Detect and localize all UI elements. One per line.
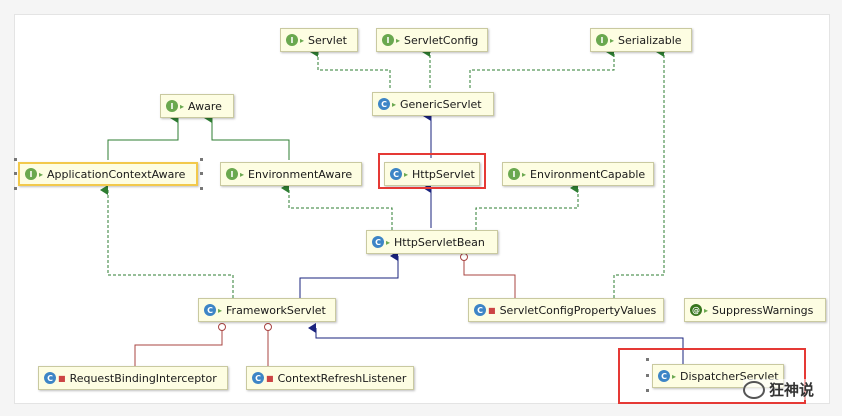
node-requestbindinginterceptor[interactable]: C ■ RequestBindingInterceptor xyxy=(38,366,228,390)
inner-class-marker xyxy=(264,323,272,331)
edge-environmentaware-aware xyxy=(204,113,290,160)
interface-icon: I xyxy=(508,168,520,180)
node-label: FrameworkServlet xyxy=(226,303,326,317)
node-frameworkservlet[interactable]: C ▸ FrameworkServlet xyxy=(198,298,336,322)
selection-handle[interactable] xyxy=(14,158,17,161)
interface-icon: I xyxy=(226,168,238,180)
node-label: Serializable xyxy=(618,33,682,47)
selection-handle[interactable] xyxy=(646,358,649,361)
public-visibility-icon: ▸ xyxy=(672,371,677,381)
selection-handle[interactable] xyxy=(14,172,17,175)
inner-class-marker xyxy=(460,253,468,261)
node-label: RequestBindingInterceptor xyxy=(69,371,217,385)
public-visibility-icon: ▸ xyxy=(404,169,409,179)
node-environmentaware[interactable]: I ▸ EnvironmentAware xyxy=(220,162,362,186)
edge-dispatcherservlet-frameworkservlet xyxy=(308,323,684,364)
public-visibility-icon: ▸ xyxy=(180,101,185,111)
node-genericservlet[interactable]: C ▸ GenericServlet xyxy=(372,92,494,116)
public-visibility-icon: ▸ xyxy=(218,305,223,315)
interface-icon: I xyxy=(382,34,394,46)
node-applicationcontextaware[interactable]: I ▸ ApplicationContextAware xyxy=(18,162,198,186)
node-label: Servlet xyxy=(308,33,347,47)
public-visibility-icon: ▸ xyxy=(522,169,527,179)
node-servlet[interactable]: I ▸ Servlet xyxy=(280,28,358,52)
watermark-text: 狂神说 xyxy=(768,381,814,399)
node-contextrefreshlistener[interactable]: C ■ ContextRefreshListener xyxy=(246,366,414,390)
selection-handle[interactable] xyxy=(646,374,649,377)
node-label: ApplicationContextAware xyxy=(47,167,186,181)
edge-frameworkservlet-appcontextaware xyxy=(100,185,234,298)
node-httpservlet[interactable]: C ▸ HttpServlet xyxy=(384,162,480,186)
node-aware[interactable]: I ▸ Aware xyxy=(160,94,234,118)
class-icon: C xyxy=(372,236,384,248)
edge-httpservletbean-environmentaware xyxy=(281,183,393,230)
class-icon: C xyxy=(390,168,402,180)
node-label: EnvironmentAware xyxy=(248,167,353,181)
wechat-icon xyxy=(742,380,765,399)
node-serializable[interactable]: I ▸ Serializable xyxy=(590,28,692,52)
node-label: ServletConfigPropertyValues xyxy=(499,303,657,317)
node-servletconfig[interactable]: I ▸ ServletConfig xyxy=(376,28,488,52)
public-visibility-icon: ▸ xyxy=(39,169,44,179)
public-visibility-icon: ▸ xyxy=(704,305,709,315)
node-suppresswarnings[interactable]: @ ▸ SuppressWarnings xyxy=(684,298,826,322)
node-label: ContextRefreshListener xyxy=(277,371,407,385)
edge-genericservlet-servlet xyxy=(310,47,391,88)
interface-icon: I xyxy=(166,100,178,112)
class-icon: C xyxy=(252,372,264,384)
selection-handle[interactable] xyxy=(200,187,203,190)
interface-icon: I xyxy=(25,168,37,180)
node-servletconfigpropertyvalues[interactable]: C ■ ServletConfigPropertyValues xyxy=(468,298,664,322)
class-icon: C xyxy=(658,370,670,382)
node-label: EnvironmentCapable xyxy=(530,167,646,181)
selection-handle[interactable] xyxy=(200,158,203,161)
class-icon: C xyxy=(204,304,216,316)
inner-class-marker xyxy=(218,323,226,331)
class-icon: C xyxy=(378,98,390,110)
public-visibility-icon: ▸ xyxy=(240,169,245,179)
public-visibility-icon: ▸ xyxy=(396,35,401,45)
public-visibility-icon: ▸ xyxy=(610,35,615,45)
edge-inner-servletconfigpropertyvalues xyxy=(463,260,516,298)
public-visibility-icon: ▸ xyxy=(386,237,391,247)
diagram-panel xyxy=(14,14,830,404)
watermark: 狂神说 xyxy=(742,379,814,400)
node-environmentcapable[interactable]: I ▸ EnvironmentCapable xyxy=(502,162,654,186)
edge-httpservletbean-environmentcapable xyxy=(475,183,579,230)
highlight-box-httpservlet xyxy=(378,153,486,189)
edge-servletconfigpropertyvalues-serializable xyxy=(613,47,665,298)
selection-handle[interactable] xyxy=(646,389,649,392)
lock-icon: ■ xyxy=(488,305,496,315)
class-icon: C xyxy=(474,304,486,316)
node-label: GenericServlet xyxy=(400,97,482,111)
edge-frameworkservlet-httpservletbean xyxy=(299,251,399,298)
lock-icon: ■ xyxy=(266,373,274,383)
public-visibility-icon: ▸ xyxy=(300,35,305,45)
selection-handle[interactable] xyxy=(14,187,17,190)
class-icon: C xyxy=(44,372,56,384)
selection-handle[interactable] xyxy=(200,172,203,175)
highlight-box-dispatcherservlet xyxy=(618,348,806,404)
interface-icon: I xyxy=(596,34,608,46)
annotation-icon: @ xyxy=(690,304,702,316)
edge-genericservlet-serializable xyxy=(469,47,615,88)
edge-inner-requestbindinginterceptor xyxy=(134,330,223,366)
node-httpservletbean[interactable]: C ▸ HttpServletBean xyxy=(366,230,498,254)
node-label: ServletConfig xyxy=(404,33,479,47)
lock-icon: ■ xyxy=(58,373,66,383)
public-visibility-icon: ▸ xyxy=(392,99,397,109)
interface-icon: I xyxy=(286,34,298,46)
node-label: SuppressWarnings xyxy=(712,303,814,317)
edge-appcontextaware-aware xyxy=(107,113,179,160)
node-label: HttpServlet xyxy=(412,167,475,181)
node-label: Aware xyxy=(188,99,222,113)
node-label: HttpServletBean xyxy=(394,235,485,249)
